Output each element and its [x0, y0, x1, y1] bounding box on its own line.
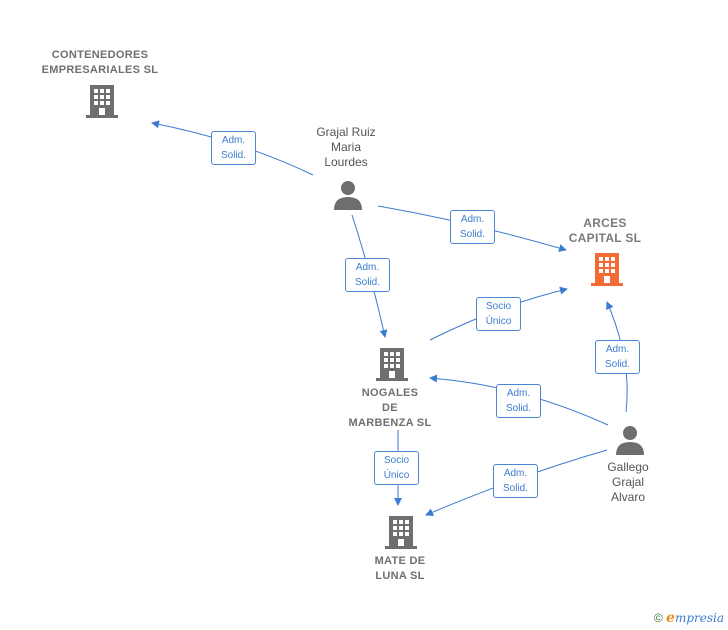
person-node-grajal-ruiz[interactable]: Grajal Ruiz Maria Lourdes	[300, 125, 392, 170]
edge-label-adm-solid[interactable]: Adm. Solid.	[493, 464, 538, 498]
company-label: MATE DE LUNA SL	[374, 555, 426, 582]
company-node-nogales[interactable]: NOGALES DE MARBENZA SL	[330, 386, 450, 431]
footer-brand[interactable]: © empresia	[654, 610, 724, 626]
company-label: NOGALES DE MARBENZA SL	[348, 387, 432, 429]
person-node-gallego-grajal[interactable]: Gallego Grajal Alvaro	[588, 460, 668, 505]
person-icon	[334, 181, 362, 210]
person-label: Gallego Grajal Alvaro	[607, 460, 649, 504]
edge-label-adm-solid[interactable]: Adm. Solid.	[496, 384, 541, 418]
edge-label-adm-solid[interactable]: Adm. Solid.	[211, 131, 256, 165]
edge-label-socio-unico[interactable]: Socio Único	[476, 297, 521, 331]
company-node-mate-de-luna[interactable]: MATE DE LUNA SL	[350, 554, 450, 584]
brand-logo-initial: e	[666, 610, 675, 626]
company-label: ARCES CAPITAL SL	[568, 216, 642, 245]
copyright-symbol: ©	[653, 611, 663, 625]
company-node-contenedores[interactable]: CONTENEDORES EMPRESARIALES SL	[30, 48, 170, 78]
brand-logo-text: mpresia	[674, 611, 724, 625]
person-label: Grajal Ruiz Maria Lourdes	[316, 125, 376, 169]
company-node-arces[interactable]: ARCES CAPITAL SL	[555, 216, 655, 246]
building-icon	[385, 516, 417, 549]
building-icon	[376, 348, 408, 381]
edge-label-adm-solid[interactable]: Adm. Solid.	[595, 340, 640, 374]
edge-label-adm-solid[interactable]: Adm. Solid.	[450, 210, 495, 244]
edge-label-adm-solid[interactable]: Adm. Solid.	[345, 258, 390, 292]
edge-label-socio-unico[interactable]: Socio Único	[374, 451, 419, 485]
company-label: CONTENEDORES EMPRESARIALES SL	[41, 49, 159, 76]
building-icon	[591, 253, 623, 286]
building-icon	[86, 85, 118, 118]
person-icon	[616, 426, 644, 455]
